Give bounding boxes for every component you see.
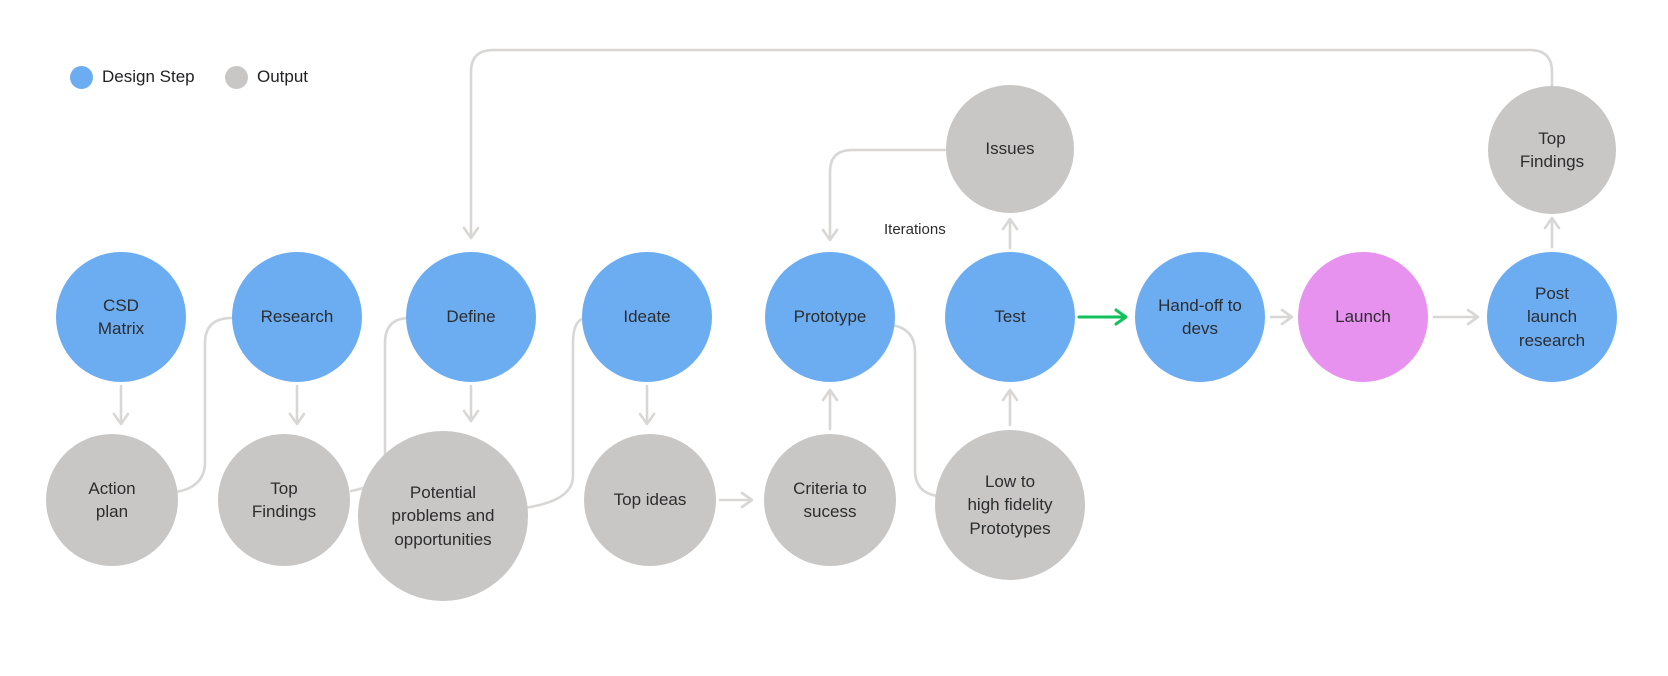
node-post-launch-research-label: Post launch research: [1518, 283, 1586, 350]
legend-item-design-step: Design Step: [70, 65, 195, 89]
connector-potential-problems-to-ideate: [522, 316, 592, 510]
node-top-ideas[interactable]: Top ideas: [584, 434, 716, 566]
node-define-label: Define: [446, 307, 496, 327]
node-launch-label: Launch: [1335, 307, 1391, 327]
design-step-legend-dot: [70, 65, 93, 89]
iterations-label: Iterations: [884, 221, 946, 238]
design-step-legend-label: Design Step: [102, 67, 195, 86]
node-issues-label: Issues: [985, 139, 1035, 159]
node-post-launch-research[interactable]: Post launch research: [1487, 252, 1617, 382]
node-potential-problems[interactable]: Potential problems and opportunities: [358, 431, 528, 601]
node-criteria-to-sucess[interactable]: Criteria to sucess: [764, 434, 896, 566]
node-prototype[interactable]: Prototype: [765, 252, 895, 382]
node-test[interactable]: Test: [945, 252, 1075, 382]
node-potential-problems-label: Potential problems and opportunities: [391, 482, 495, 549]
node-ideate[interactable]: Ideate: [582, 252, 712, 382]
node-top-findings-post-launch[interactable]: Top Findings: [1488, 86, 1616, 214]
node-test-label: Test: [994, 307, 1026, 327]
node-top-findings-research-label: Top Findings: [251, 478, 317, 521]
node-handoff-to-devs[interactable]: Hand-off to devs: [1135, 252, 1265, 382]
node-launch[interactable]: Launch: [1298, 252, 1428, 382]
node-action-plan[interactable]: Action plan: [46, 434, 178, 566]
loop-top-findings-to-define: [462, 48, 1554, 240]
node-low-to-high-fidelity-label: Low to high fidelity Prototypes: [967, 471, 1053, 538]
output-legend-dot: [225, 65, 248, 89]
node-handoff-to-devs-label: Hand-off to devs: [1158, 295, 1242, 338]
output-legend-label: Output: [257, 67, 309, 86]
node-csd-matrix[interactable]: CSD Matrix: [56, 252, 186, 382]
node-prototype-label: Prototype: [793, 307, 867, 327]
node-research-label: Research: [260, 307, 334, 327]
loop-issues-to-prototype: [821, 148, 950, 242]
node-research[interactable]: Research: [232, 252, 362, 382]
node-criteria-to-sucess-label: Criteria to sucess: [793, 478, 867, 521]
node-top-ideas-label: Top ideas: [613, 490, 687, 510]
node-top-findings-post-launch-label: Top Findings: [1519, 128, 1585, 171]
node-csd-matrix-label: CSD Matrix: [97, 295, 145, 338]
connector-prototype-to-low-to-high: [890, 323, 940, 498]
node-issues[interactable]: Issues: [946, 85, 1074, 213]
connector-action-plan-to-research: [174, 316, 238, 494]
node-define[interactable]: Define: [406, 252, 536, 382]
legend-item-output: Output: [225, 65, 308, 89]
node-ideate-label: Ideate: [623, 307, 671, 327]
node-low-to-high-fidelity[interactable]: Low to high fidelity Prototypes: [935, 430, 1085, 580]
node-top-findings-research[interactable]: Top Findings: [218, 434, 350, 566]
node-action-plan-label: Action plan: [88, 478, 136, 521]
